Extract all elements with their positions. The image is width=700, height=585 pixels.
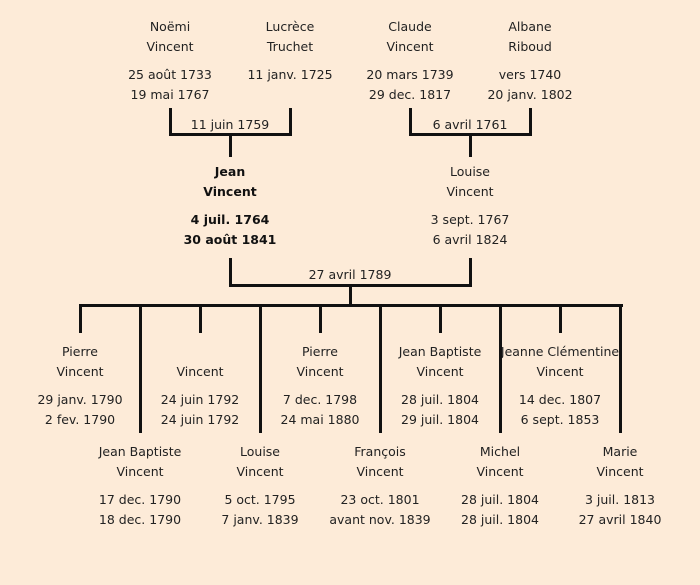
last-name: Vincent (203, 184, 257, 199)
child-drop-line (319, 304, 322, 333)
connector-line (469, 133, 472, 157)
child-drop-line (79, 304, 82, 333)
connector-line (469, 258, 472, 287)
last-name: Vincent (176, 364, 224, 379)
death-date: 29 dec. 1817 (368, 87, 452, 102)
birth-date: 24 juin 1792 (160, 392, 240, 407)
first-name (138, 343, 262, 361)
death-date: avant nov. 1839 (329, 512, 431, 527)
death-date: 2 fev. 1790 (44, 412, 116, 427)
connector-line (409, 108, 412, 136)
first-name: Pierre (302, 344, 338, 359)
first-name: Claude (388, 19, 432, 34)
birth-date: 28 juil. 1804 (401, 392, 479, 407)
birth-date: 4 juil. 1764 (190, 212, 270, 227)
child-drop-line (559, 304, 562, 333)
child-drop-line (379, 304, 382, 433)
death-date: 18 dec. 1790 (98, 512, 182, 527)
first-name: Albane (508, 19, 552, 34)
birth-date: 28 juil. 1804 (461, 492, 539, 507)
last-name: Riboud (508, 39, 552, 54)
birth-date: 25 août 1733 (128, 67, 212, 82)
death-date: 29 juil. 1804 (401, 412, 479, 427)
marriage-date: 6 avril 1761 (432, 117, 508, 132)
death-date: 6 sept. 1853 (520, 412, 600, 427)
birth-date: vers 1740 (498, 67, 562, 82)
birth-date: 17 dec. 1790 (98, 492, 182, 507)
birth-date: 29 janv. 1790 (37, 392, 123, 407)
death-date: 28 juil. 1804 (461, 512, 539, 527)
birth-date: 5 oct. 1795 (224, 492, 296, 507)
first-name: Louise (240, 444, 280, 459)
marriage-date: 11 juin 1759 (190, 117, 270, 132)
last-name: Vincent (386, 39, 434, 54)
connector-line (529, 108, 532, 136)
death-date: 27 avril 1840 (578, 512, 662, 527)
child-drop-line (499, 304, 502, 433)
last-name: Vincent (446, 184, 494, 199)
death-date: 24 mai 1880 (280, 412, 360, 427)
first-name: Jeanne Clémentine (500, 344, 620, 359)
child-drop-line (619, 304, 622, 433)
connector-line (349, 284, 352, 306)
birth-date: 7 dec. 1798 (282, 392, 358, 407)
last-name: Truchet (266, 39, 314, 54)
connector-line (289, 108, 292, 136)
first-name: Louise (450, 164, 490, 179)
marriage-date: 27 avril 1789 (308, 267, 392, 282)
first-name: Jean (214, 164, 246, 179)
first-name: François (354, 444, 406, 459)
last-name: Vincent (536, 364, 584, 379)
child-drop-line (139, 304, 142, 433)
death-date (228, 86, 352, 104)
last-name: Vincent (56, 364, 104, 379)
last-name: Vincent (596, 464, 644, 479)
child-drop-line (259, 304, 262, 433)
first-name: Lucrèce (265, 19, 315, 34)
child-drop-line (199, 304, 202, 333)
death-date: 24 juin 1792 (160, 412, 240, 427)
birth-date: 20 mars 1739 (366, 67, 454, 82)
connector-line (229, 133, 232, 157)
birth-date: 3 juil. 1813 (584, 492, 656, 507)
last-name: Vincent (296, 364, 344, 379)
birth-date: 3 sept. 1767 (430, 212, 510, 227)
death-date: 20 janv. 1802 (487, 87, 573, 102)
last-name: Vincent (236, 464, 284, 479)
last-name: Vincent (356, 464, 404, 479)
last-name: Vincent (416, 364, 464, 379)
first-name: Jean Baptiste (398, 344, 482, 359)
connector-line (229, 258, 232, 287)
first-name: Michel (479, 444, 521, 459)
last-name: Vincent (116, 464, 164, 479)
death-date: 7 janv. 1839 (221, 512, 299, 527)
connector-line (169, 108, 172, 136)
last-name: Vincent (146, 39, 194, 54)
children-bar (79, 304, 623, 307)
first-name: Marie (602, 444, 638, 459)
first-name: Noëmi (149, 19, 191, 34)
last-name: Vincent (476, 464, 524, 479)
first-name: Jean Baptiste (98, 444, 182, 459)
first-name: Pierre (62, 344, 98, 359)
birth-date: 14 dec. 1807 (518, 392, 602, 407)
death-date: 6 avril 1824 (432, 232, 508, 247)
birth-date: 11 janv. 1725 (247, 67, 333, 82)
birth-date: 23 oct. 1801 (340, 492, 420, 507)
death-date: 19 mai 1767 (130, 87, 210, 102)
child-drop-line (439, 304, 442, 333)
death-date: 30 août 1841 (183, 232, 277, 247)
